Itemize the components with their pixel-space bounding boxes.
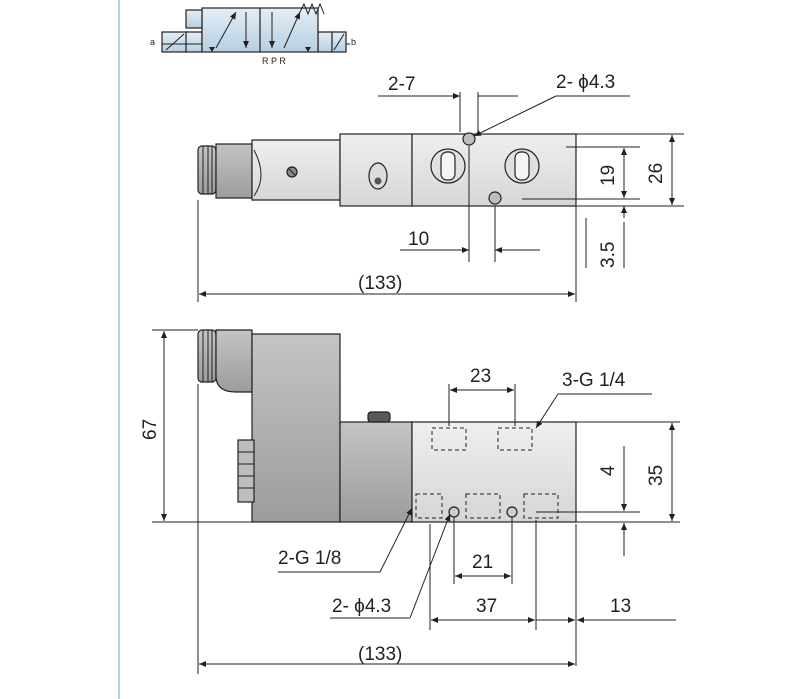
dim-67: 67 xyxy=(140,419,161,440)
spring-icon xyxy=(299,2,325,16)
dim-2g: 2-G 1/8 xyxy=(278,548,341,569)
mount-hole-1 xyxy=(462,132,476,146)
dim-2-7: 2-7 xyxy=(388,74,415,95)
port-upper-1 xyxy=(431,427,467,451)
dim-length-top: (133) xyxy=(358,273,402,294)
connector-body-front xyxy=(215,329,253,393)
dim-19: 19 xyxy=(598,165,619,186)
dim-10: 10 xyxy=(408,229,429,250)
dim-21: 21 xyxy=(472,552,493,573)
mount-hole-2 xyxy=(488,191,502,205)
port-lower-3 xyxy=(523,493,559,519)
top-view: 2-7 2- ϕ4.3 10 19 26 3.5 xyxy=(197,72,684,302)
mount-hole-front-2 xyxy=(506,506,518,518)
dim-3-5: 3.5 xyxy=(598,242,619,268)
coil-front xyxy=(251,333,341,523)
symbol-label-b: b xyxy=(351,37,356,47)
valve-body-front xyxy=(411,421,577,523)
port-lower-1 xyxy=(415,493,443,519)
dim-4: 4 xyxy=(598,465,619,476)
mount-hole-front-1 xyxy=(448,506,460,518)
connector-cap xyxy=(197,145,217,195)
valve-symbol: a b R P R xyxy=(150,2,356,66)
front-view: 67 23 3-G 1/4 35 4 2-G 1/8 xyxy=(140,329,680,674)
symbol-label-a: a xyxy=(150,37,155,47)
symbol-port-labels: R P R xyxy=(262,56,286,66)
manual-override xyxy=(367,411,391,423)
port-lower-2 xyxy=(465,493,501,519)
dim-13: 13 xyxy=(610,596,631,617)
pilot-front xyxy=(339,421,413,523)
connector-cap-front xyxy=(197,329,217,383)
dim-3g: 3-G 1/4 xyxy=(562,370,626,391)
dim-hole-front: 2- ϕ4.3 xyxy=(332,596,391,617)
page-divider xyxy=(118,0,120,699)
dim-37: 37 xyxy=(476,596,497,617)
dim-hole-top: 2- ϕ4.3 xyxy=(556,72,615,93)
dim-26: 26 xyxy=(646,163,667,184)
dim-23: 23 xyxy=(470,366,491,387)
dim-35: 35 xyxy=(646,465,667,486)
dim-length-front: (133) xyxy=(358,644,402,665)
connector-body xyxy=(215,143,253,199)
port-upper-2 xyxy=(497,427,533,451)
